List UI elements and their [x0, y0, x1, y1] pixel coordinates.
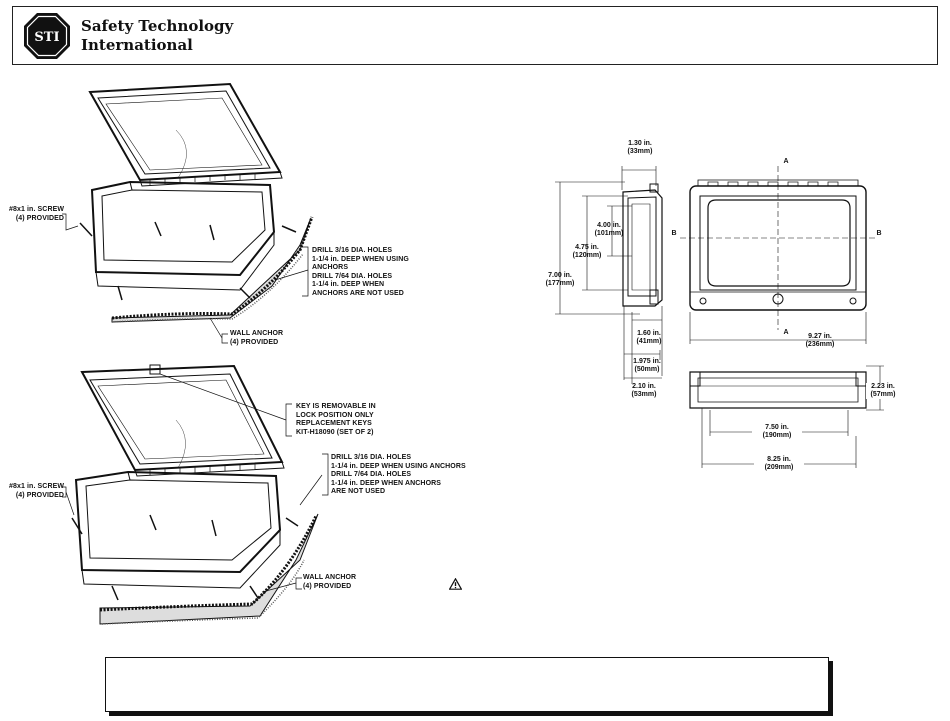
anchor-icon — [239, 225, 297, 299]
drill-label-bottom: DRILL 3/16 DIA. HOLES 1-1/4 in. DEEP WHE… — [331, 454, 466, 495]
anchor-label-top: WALL ANCHOR (4) PROVIDED — [230, 330, 284, 346]
bottom-view-drawing — [689, 365, 884, 468]
dimension-1-60: 1.60 in. (41mm) — [636, 330, 662, 345]
dimension-4-75: 4.75 in. (120mm) — [572, 244, 602, 259]
enclosure-top-illustration — [62, 82, 314, 344]
section-a-top: A — [783, 158, 789, 165]
dimension-2-10: 2.10 in. (53mm) — [631, 383, 657, 398]
dimension-4-00: 4.00 in. (101mm) — [594, 222, 624, 237]
warning-triangle-icon — [449, 578, 462, 590]
anchor-icon — [249, 517, 299, 599]
dimension-9-27: 9.27 in. (236mm) — [805, 333, 835, 348]
anchor-label-bottom: WALL ANCHOR (4) PROVIDED — [303, 574, 357, 590]
svg-text:STI: STI — [34, 30, 59, 45]
screw-icon — [71, 514, 217, 601]
dimension-1-30: 1.30 in. (33mm) — [627, 140, 653, 155]
side-view-drawing — [555, 166, 663, 384]
screw-label-bottom: #8x1 in. SCREW (4) PROVIDED — [9, 483, 65, 499]
sti-logo-icon: STI — [24, 13, 70, 59]
dimension-2-23: 2.23 in. (57mm) — [866, 383, 900, 399]
dimension-7-50: 7.50 in. (190mm) — [752, 424, 802, 440]
enclosure-bottom-illustration — [62, 364, 329, 625]
screw-icon — [79, 221, 215, 301]
drill-label-top: DRILL 3/16 DIA. HOLES 1-1/4 in. DEEP WHE… — [312, 247, 409, 297]
company-name-line2: International — [81, 36, 193, 54]
notice-box — [105, 657, 829, 712]
dimension-8-25: 8.25 in. (209mm) — [754, 456, 804, 472]
dimension-1-975: 1.975 in. (50mm) — [633, 358, 661, 373]
section-b-left: B — [671, 230, 677, 237]
section-b-right: B — [876, 230, 882, 237]
front-view-drawing — [680, 166, 876, 344]
screw-label-top: #8x1 in. SCREW (4) PROVIDED — [9, 206, 65, 222]
header-bar: STI Safety Technology International — [12, 6, 938, 65]
section-a-bottom: A — [783, 329, 789, 336]
dimension-7-00: 7.00 in. (177mm) — [545, 272, 575, 287]
company-name-line1: Safety Technology — [81, 17, 234, 35]
key-label: KEY IS REMOVABLE IN LOCK POSITION ONLY R… — [296, 403, 376, 436]
company-name: Safety Technology International — [81, 17, 233, 55]
